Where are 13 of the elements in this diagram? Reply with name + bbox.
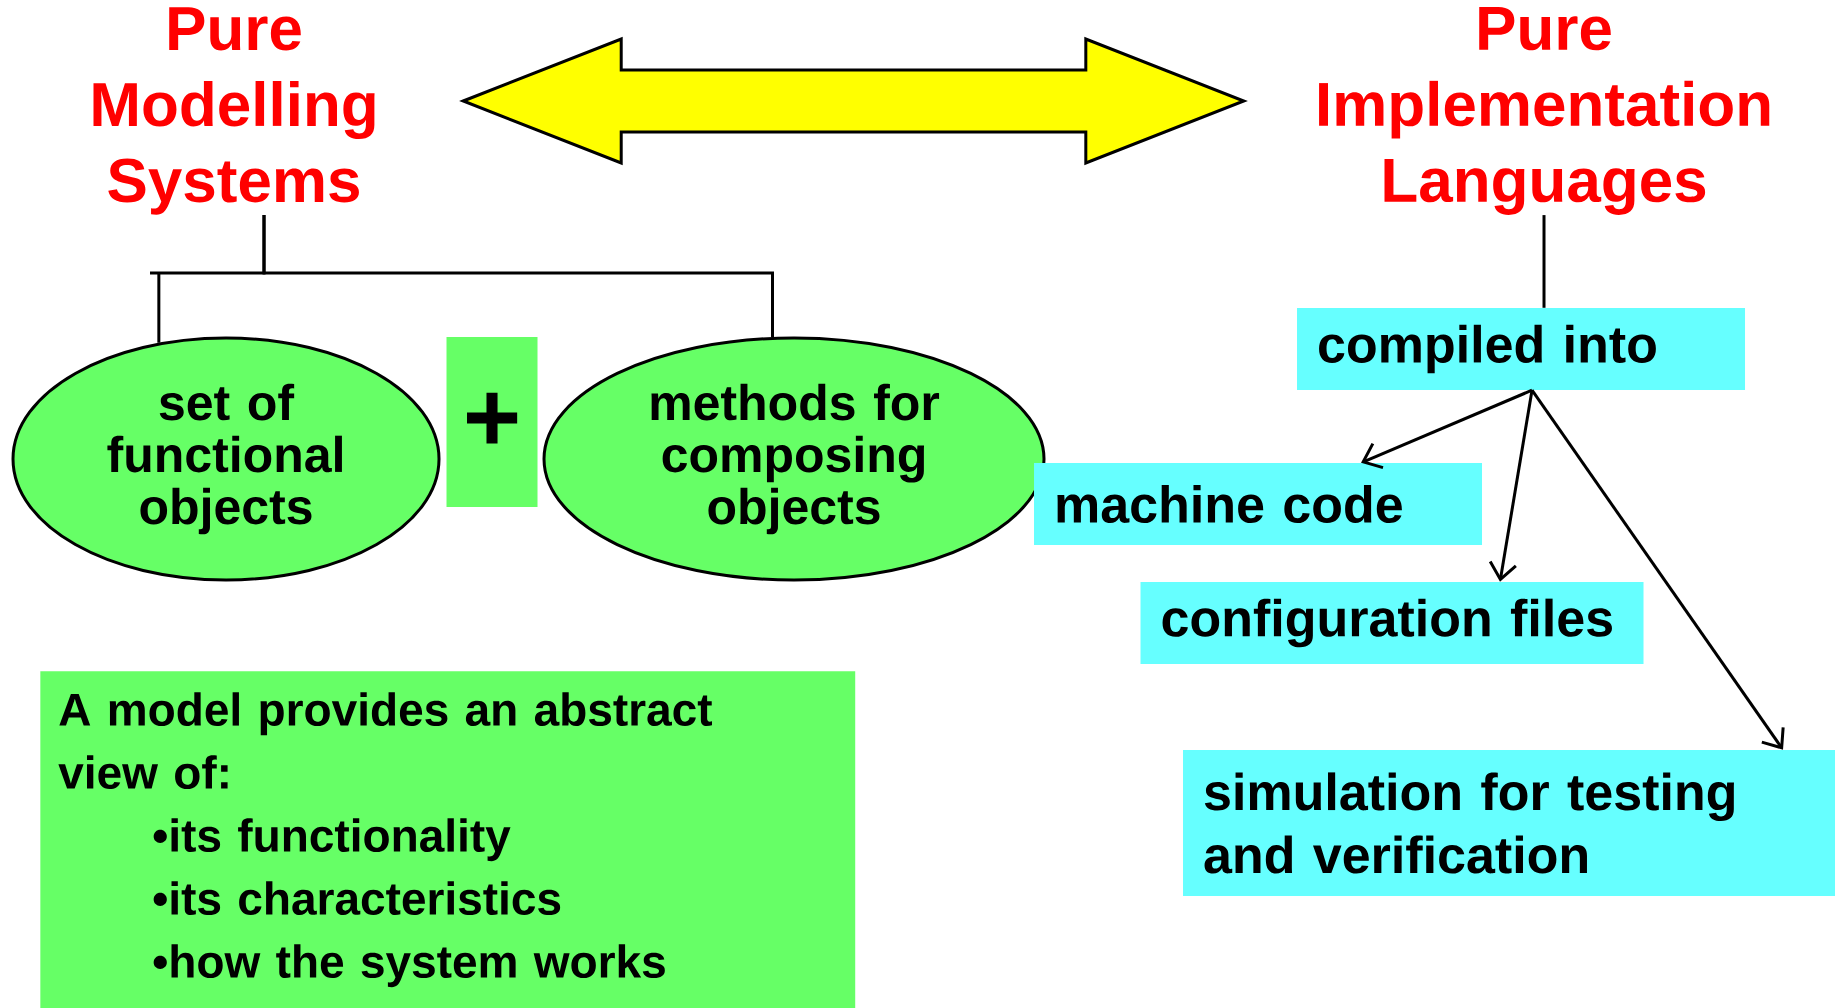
- text-box: machine code: [1034, 463, 1482, 545]
- arrow: [1488, 389, 1534, 582]
- plus-box: +: [446, 337, 538, 507]
- heading-text: Pure Modelling Systems: [93, 7, 375, 215]
- text-box: simulation for testing and verification: [1183, 750, 1835, 896]
- arrow: [1530, 389, 1785, 750]
- connector-line: [262, 214, 774, 337]
- arrow: [1361, 388, 1533, 470]
- heading-text: Pure Implementation Languages: [1319, 7, 1770, 215]
- text-box: compiled into: [1297, 308, 1745, 390]
- text-box: configuration files: [1140, 582, 1644, 664]
- info-box: A model provides an abstract view of: •its functionality •its characteristics •how the system works: [40, 671, 856, 1008]
- connector-line: [1542, 215, 1546, 308]
